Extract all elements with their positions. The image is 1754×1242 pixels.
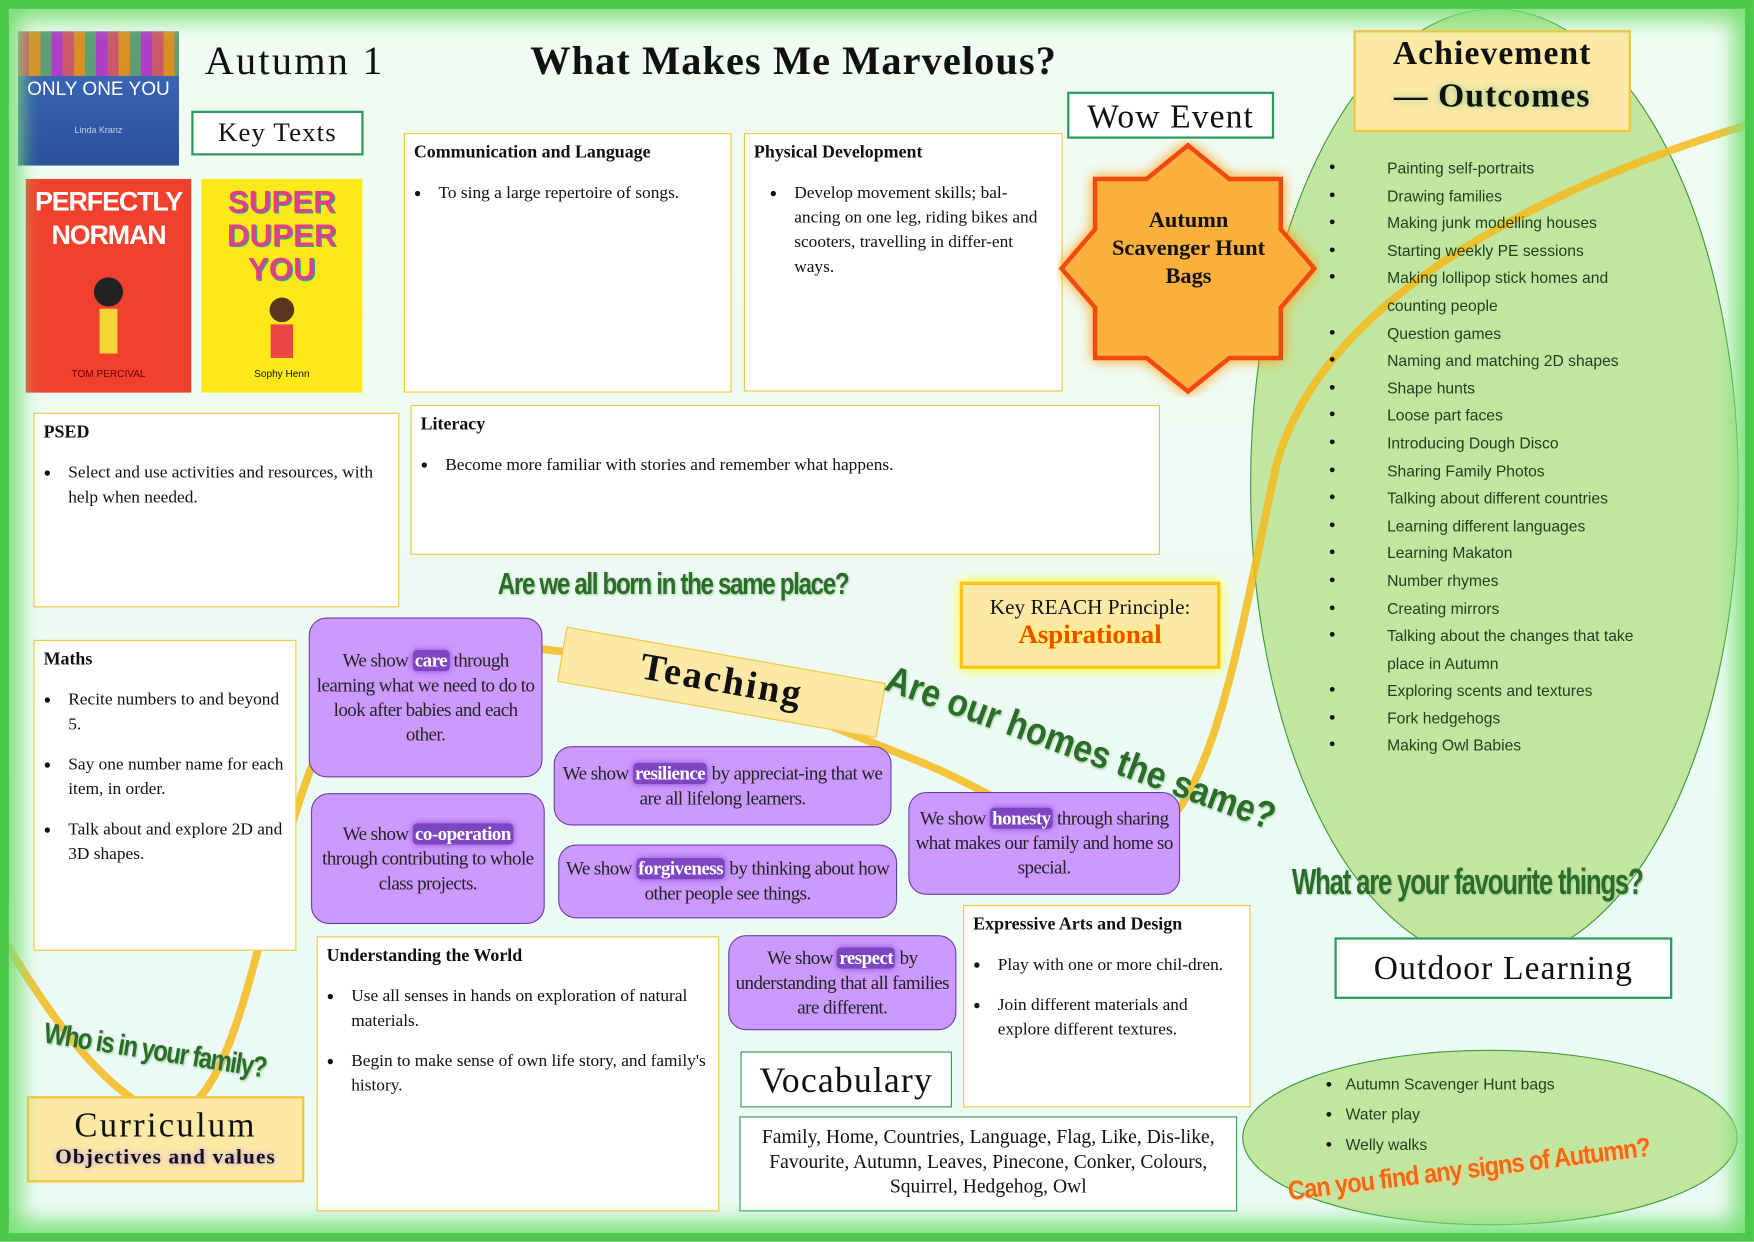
key-texts-label: Key Texts xyxy=(191,110,364,156)
book-cover-only-one-you: ONLY ONE YOU Linda Kranz xyxy=(17,31,179,166)
wow-event-star xyxy=(1058,142,1318,395)
outcome-item: Painting self-portraits xyxy=(1329,154,1667,182)
outcome-item: Exploring scents and textures xyxy=(1329,677,1667,705)
vocabulary-words: Family, Home, Countries, Language, Flag,… xyxy=(739,1116,1238,1212)
outcome-item: Introducing Dough Disco xyxy=(1329,429,1667,457)
psed-box: PSED Select and use activities and resou… xyxy=(33,412,400,608)
outcome-item: Learning different languages xyxy=(1329,512,1667,540)
value-care: We show care through learning what we ne… xyxy=(308,617,543,778)
value-resilience: We show resilience by appreciat-ing that… xyxy=(553,746,892,826)
key-reach-principle-box: Key REACH Principle: Aspirational xyxy=(959,581,1221,669)
book-cover-super-duper-you: SUPER DUPER YOU Sophy Henn xyxy=(201,178,363,393)
achievement-outcomes-heading: Achievement — Outcomes xyxy=(1353,30,1631,132)
outcome-item: Loose part faces xyxy=(1329,402,1667,430)
outcome-item: Talking about different countries xyxy=(1329,484,1667,512)
expressive-arts-box: Expressive Arts and Design Play with one… xyxy=(963,904,1251,1108)
wow-event-text: Autumn Scavenger Hunt Bags xyxy=(1111,208,1266,289)
vocabulary-label: Vocabulary xyxy=(740,1051,952,1108)
outcome-item: Drawing families xyxy=(1329,182,1667,210)
outcome-item: Talking about the changes that take plac… xyxy=(1329,622,1667,677)
value-respect: We show respect by understanding that al… xyxy=(728,935,957,1031)
value-cooperation: We show co-operation through contributin… xyxy=(310,793,545,924)
outcome-item: Making lollipop stick homes and counting… xyxy=(1329,264,1667,319)
outcome-item: Starting weekly PE sessions xyxy=(1329,237,1667,265)
outdoor-learning-list: Autumn Scavenger Hunt bags Water play We… xyxy=(1326,1069,1626,1160)
outcome-item: Creating mirrors xyxy=(1329,595,1667,623)
maths-box: Maths Recite numbers to and beyond 5. Sa… xyxy=(33,639,297,951)
outdoor-learning-label: Outdoor Learning xyxy=(1334,937,1673,999)
outcome-item: Naming and matching 2D shapes xyxy=(1329,347,1667,375)
value-forgiveness: We show forgiveness by thinking about ho… xyxy=(558,844,898,919)
page-title: What Makes Me Marvelous? xyxy=(530,38,1058,83)
outcome-item: Learning Makaton xyxy=(1329,540,1667,568)
outcome-item: Making Owl Babies xyxy=(1329,732,1667,760)
outcome-item: Sharing Family Photos xyxy=(1329,457,1667,485)
literacy-box: Literacy Become more familiar with stori… xyxy=(410,404,1160,555)
wow-event-label: Wow Event xyxy=(1067,91,1275,139)
outcome-item: Making junk modelling houses xyxy=(1329,209,1667,237)
question-born-same-place: Are we all born in the same place? xyxy=(497,567,850,601)
question-favourite-things: What are your favourite things? xyxy=(1291,861,1644,902)
outcome-item: Question games xyxy=(1329,319,1667,347)
book-cover-perfectly-norman: PERFECTLY NORMAN TOM PERCIVAL xyxy=(25,178,192,393)
outcome-item: Shape hunts xyxy=(1329,374,1667,402)
outcome-item: Number rhymes xyxy=(1329,567,1667,595)
outcome-item: Fork hedgehogs xyxy=(1329,705,1667,733)
physical-development-box: Physical Development Develop movement sk… xyxy=(743,133,1063,392)
curriculum-heading: Curriculum Objectives and values xyxy=(26,1096,305,1183)
understanding-world-box: Understanding the World Use all senses i… xyxy=(316,936,720,1212)
term-label: Autumn 1 xyxy=(204,38,385,83)
value-honesty: We show honesty through sharing what mak… xyxy=(908,791,1181,895)
communication-language-box: Communication and Language To sing a lar… xyxy=(403,133,732,393)
achievement-outcomes-list: Painting self-portraitsDrawing familiesM… xyxy=(1329,154,1667,759)
